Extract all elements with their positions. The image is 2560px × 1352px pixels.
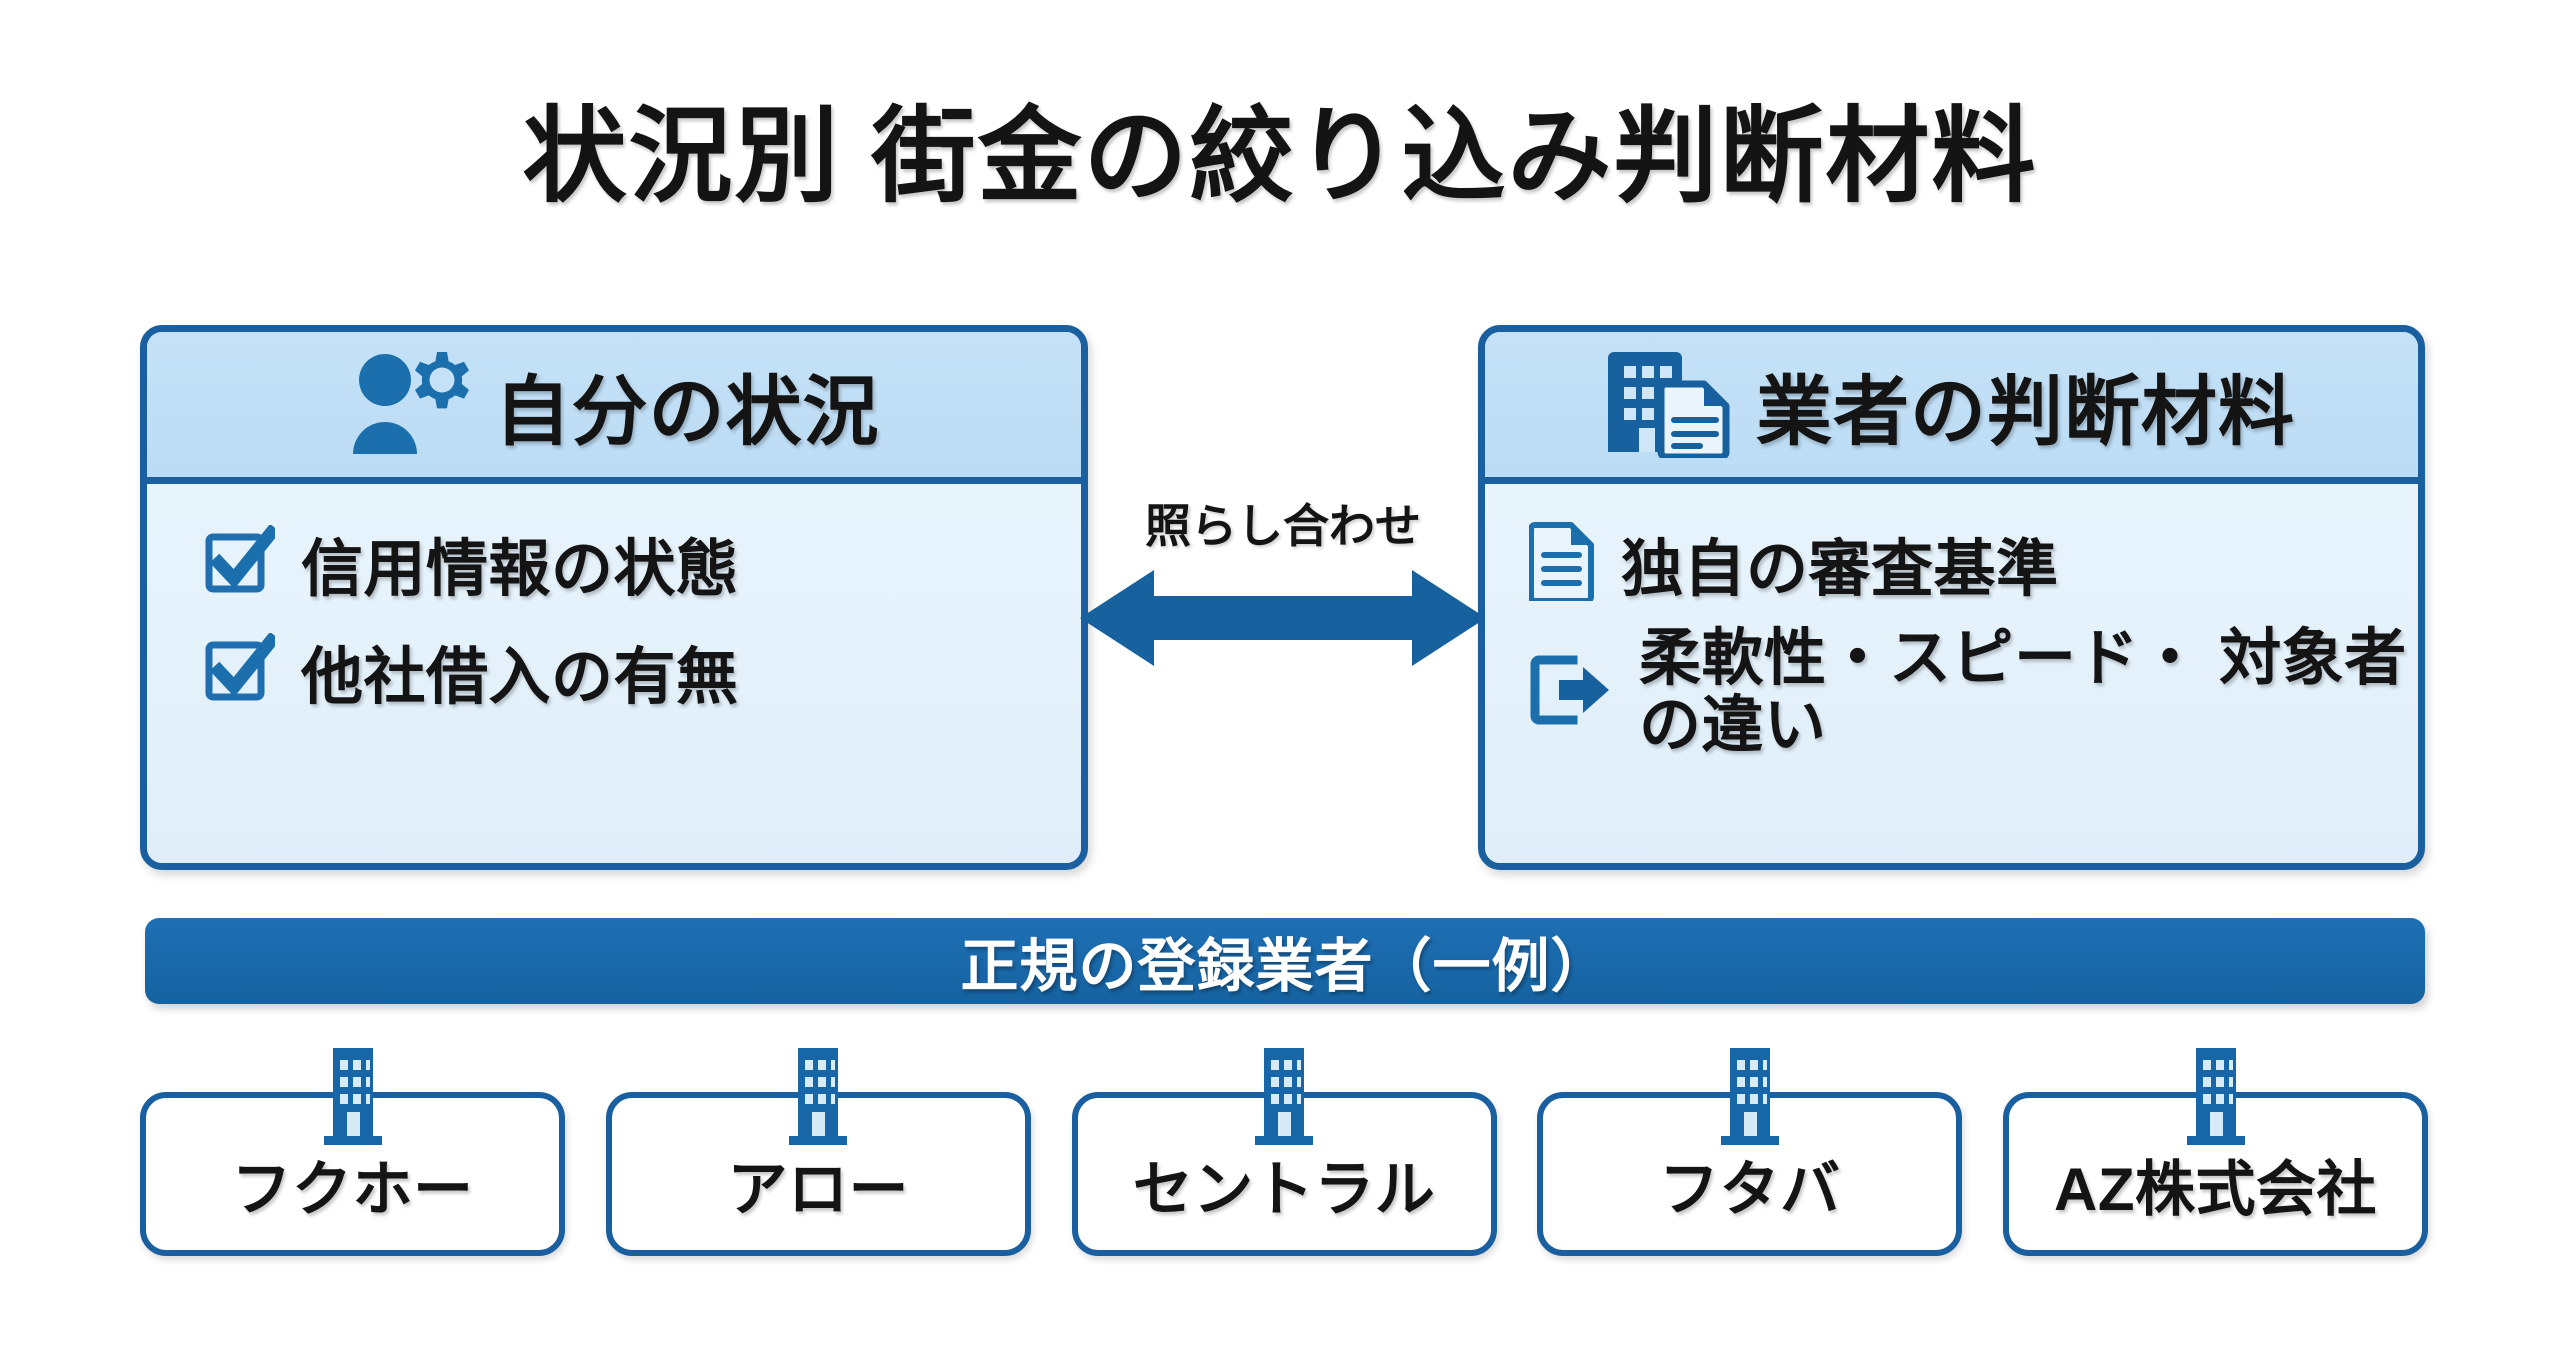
company-chip[interactable]: AZ株式会社 xyxy=(2003,1048,2428,1256)
company-chip[interactable]: セントラル xyxy=(1071,1048,1497,1256)
list-item: 信用情報の状態 xyxy=(147,518,1081,608)
company-chip-label: フタバ xyxy=(1659,1156,1841,1223)
building-icon xyxy=(1247,1044,1321,1153)
building-icon xyxy=(781,1044,855,1153)
company-chip[interactable]: フクホー xyxy=(140,1048,565,1256)
document-icon xyxy=(1528,521,1595,606)
list-item: 柔軟性・スピード・ 対象者の違い xyxy=(1485,624,2418,760)
list-item-label: 他社借入の有無 xyxy=(301,643,739,712)
list-item: 独自の審査基準 xyxy=(1485,518,2418,608)
list-item: 他社借入の有無 xyxy=(147,626,1081,716)
building-icon xyxy=(316,1044,390,1153)
comparison-connector: 照らし合わせ xyxy=(1080,490,1486,680)
list-item-label: 柔軟性・スピード・ 対象者の違い xyxy=(1639,624,2407,760)
company-chip[interactable]: アロー xyxy=(605,1048,1031,1256)
building-document-icon xyxy=(1608,346,1730,463)
building-icon xyxy=(2179,1044,2253,1153)
lender-criteria-card: 業者の判断材料 独自の審査基準 xyxy=(1478,325,2425,870)
lender-criteria-card-body: 独自の審査基準 柔軟性・スピード・ 対象者の違い xyxy=(1485,484,2418,863)
checkbox-checked-icon xyxy=(203,631,281,710)
own-situation-card: 自分の状況 信用情報の状態 他社借入の xyxy=(140,325,1088,870)
connector-label: 照らし合わせ xyxy=(1145,500,1421,552)
lender-criteria-card-header: 業者の判断材料 xyxy=(1485,332,2418,484)
own-situation-card-body: 信用情報の状態 他社借入の有無 xyxy=(147,484,1081,863)
page-title: 状況別 街金の絞り込み判断材料 xyxy=(522,99,2038,215)
registered-lenders-banner: 正規の登録業者（一例） xyxy=(145,918,2425,1004)
company-chip-label: セントラル xyxy=(1132,1156,1436,1223)
person-gear-icon xyxy=(349,346,469,463)
registered-lenders-banner-label: 正規の登録業者（一例） xyxy=(960,934,1610,999)
checkbox-checked-icon xyxy=(203,523,281,602)
own-situation-card-header: 自分の状況 xyxy=(147,332,1081,484)
list-item-label: 信用情報の状態 xyxy=(301,535,739,604)
own-situation-card-title: 自分の状況 xyxy=(494,369,880,455)
company-chip-label: フクホー xyxy=(231,1156,474,1223)
export-arrow-icon xyxy=(1529,652,1613,733)
company-chip-label: AZ株式会社 xyxy=(2054,1156,2377,1223)
building-icon xyxy=(1713,1044,1787,1153)
lender-criteria-card-title: 業者の判断材料 xyxy=(1756,369,2295,455)
company-chip-list: フクホー xyxy=(140,1048,2428,1262)
company-chip-label: アロー xyxy=(727,1156,909,1223)
company-chip[interactable]: フタバ xyxy=(1537,1048,1963,1256)
double-arrow-horizontal-icon xyxy=(1080,562,1486,679)
list-item-label: 独自の審査基準 xyxy=(1621,535,2059,604)
